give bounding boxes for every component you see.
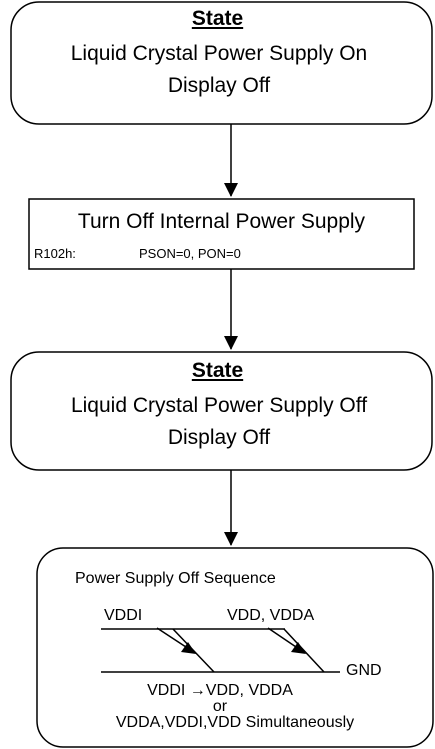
state2-line1: Liquid Crystal Power Supply Off xyxy=(70,394,368,417)
sequence-title: Power Supply Off Sequence xyxy=(75,570,276,587)
step-box xyxy=(28,198,415,270)
arrow-1-head xyxy=(224,183,238,197)
sequence-or-text: or xyxy=(212,698,228,715)
label-vdd-vdda: VDD, VDDA xyxy=(227,607,315,624)
step-title: Turn Off Internal Power Supply xyxy=(77,210,366,233)
waveform-vdd-edge xyxy=(283,628,325,673)
state1-line2: Display Off xyxy=(167,74,271,97)
label-gnd: GND xyxy=(346,662,382,679)
sequence-simultaneous-line: VDDA,VDDI,VDD Simultaneously xyxy=(115,714,355,731)
sequence-box xyxy=(36,547,434,748)
vddi-pointer xyxy=(156,627,190,650)
arrow-2-head xyxy=(224,336,238,350)
sequence-order-line: VDDI →VDD, VDDA xyxy=(147,682,293,699)
state2-line2: Display Off xyxy=(167,426,271,449)
state1-line1: Liquid Crystal Power Supply On xyxy=(70,42,368,65)
state1-title: State xyxy=(191,7,244,30)
vdd-pointer-head xyxy=(291,642,306,654)
state1-box xyxy=(10,1,433,125)
step-setting: PSON=0, PON=0 xyxy=(139,246,241,261)
label-vddi: VDDI xyxy=(104,607,143,624)
step-register: R102h: xyxy=(34,246,76,261)
arrow-3-head xyxy=(224,532,238,546)
vddi-pointer-head xyxy=(181,642,196,654)
state2-title: State xyxy=(191,359,244,382)
vdd-pointer xyxy=(267,627,300,650)
state2-box xyxy=(10,351,433,471)
